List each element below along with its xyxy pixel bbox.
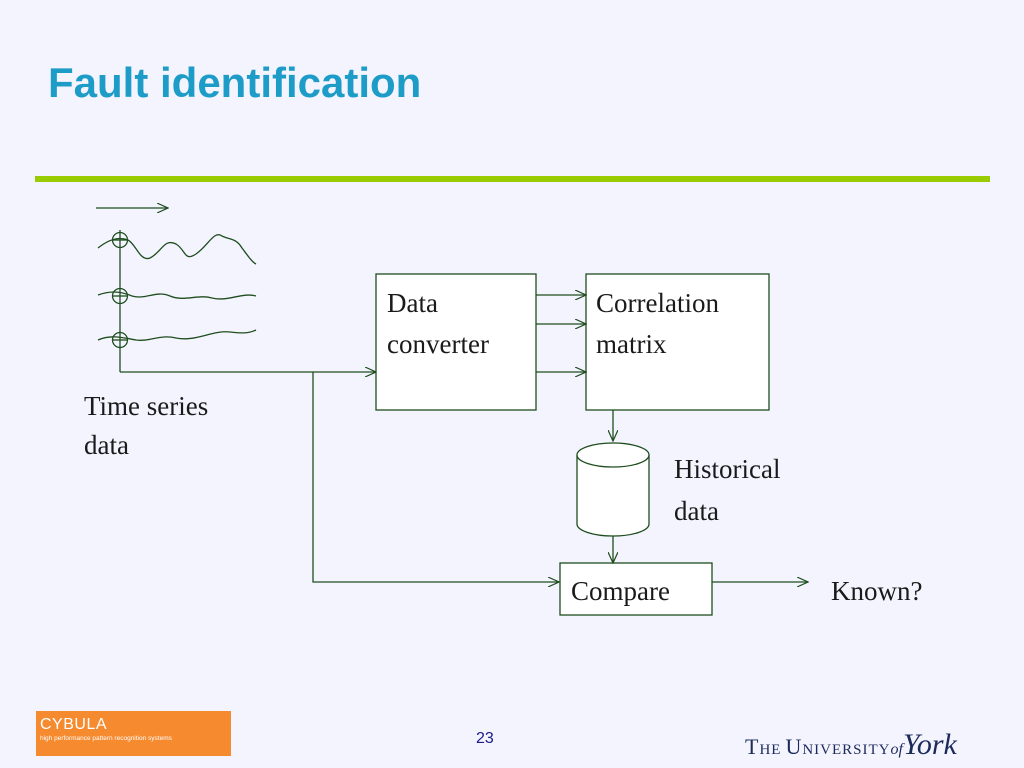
york-logo-york: York [902,728,957,761]
correlation-matrix-label-line2: matrix [596,329,667,359]
data-converter-label-line1: Data [387,288,438,318]
known-output-label: Known? [831,576,922,606]
compare-label: Compare [571,576,670,606]
correlation-matrix-box [585,273,770,411]
slide-title: Fault identification [48,59,422,106]
cybula-logo-name: CYBULA [40,716,108,733]
time-series-label-line1: Time series [84,391,208,421]
york-logo-of: of [890,741,903,758]
compare-box [559,562,713,616]
correlation-matrix-label-line1: Correlation [596,288,719,318]
input-to-compare-arrow [312,372,559,582]
york-logo-university: University [785,734,891,759]
historical-database-icon [576,442,650,537]
historical-data-label-line1: Historical [674,454,780,484]
page-number: 23 [476,730,494,747]
waveform-1 [97,234,257,265]
york-logo-the: The [745,734,782,759]
waveform-2 [97,291,257,300]
cybula-logo: CYBULA high performance pattern recognit… [36,711,231,756]
cybula-logo-tagline: high performance pattern recognition sys… [40,735,172,742]
title-divider [35,176,990,182]
data-converter-label-line2: converter [387,329,489,359]
time-series-label-line2: data [84,430,129,460]
data-converter-box [375,273,537,411]
historical-data-label-line2: data [674,496,719,526]
waveform-3 [97,329,257,341]
university-of-york-logo: The UniversityofYork [745,730,957,760]
